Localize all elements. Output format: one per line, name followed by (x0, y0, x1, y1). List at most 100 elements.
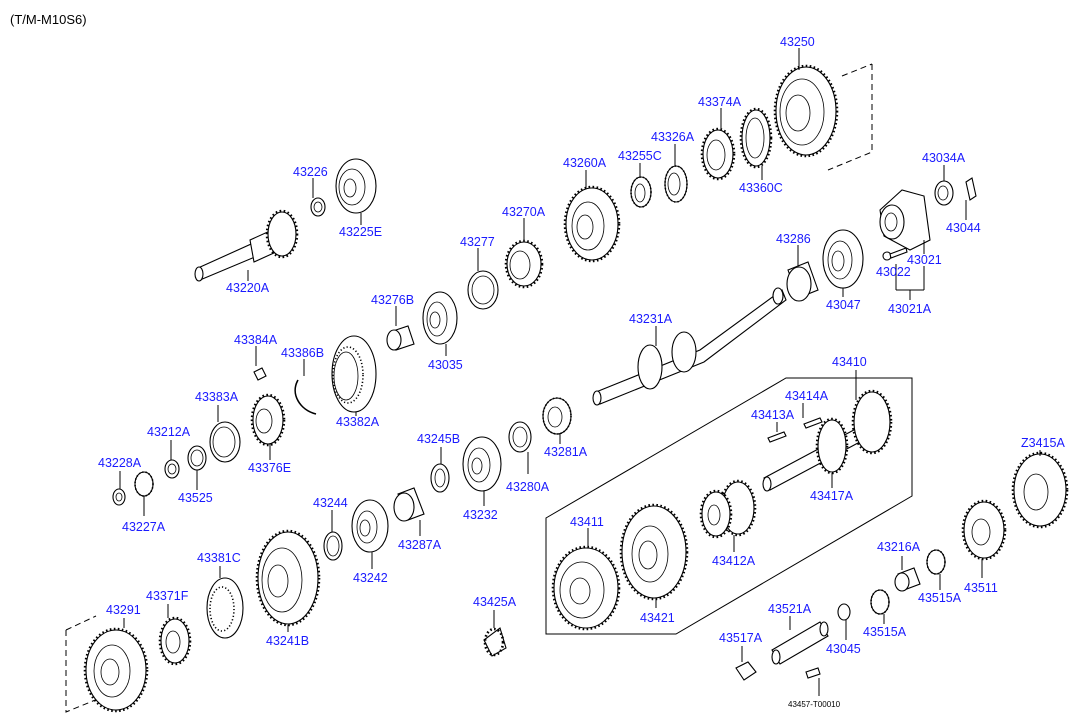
label-43034A: 43034A (922, 151, 966, 165)
part-43326A-bearing (664, 165, 688, 203)
part-43286-race (786, 261, 819, 302)
label-43376E: 43376E (248, 461, 291, 475)
part-43044-pin (965, 177, 977, 201)
label-43410: 43410 (832, 355, 867, 369)
part-43360C-ring (739, 107, 773, 169)
label-43517A: 43517A (719, 631, 763, 645)
label-43232: 43232 (463, 508, 498, 522)
part-43281A-bearing (542, 397, 572, 435)
label-43515A-lower: 43515A (863, 625, 907, 639)
label-43244: 43244 (313, 496, 348, 510)
label-43412A: 43412A (712, 554, 756, 568)
part-43216A-race (894, 567, 921, 592)
label-43277: 43277 (460, 235, 495, 249)
label-43220A: 43220A (226, 281, 270, 295)
label-43231A: 43231A (629, 312, 673, 326)
label-43044: 43044 (946, 221, 981, 235)
part-43276B-bearing (386, 325, 415, 351)
label-43414A: 43414A (785, 389, 829, 403)
label-43383A: 43383A (195, 390, 239, 404)
label-43242: 43242 (353, 571, 388, 585)
label-43227A: 43227A (122, 520, 166, 534)
part-43412A-gear (699, 479, 757, 539)
label-43421: 43421 (640, 611, 675, 625)
part-43515A-bearing-lower (870, 589, 890, 615)
part-43245B-ring (430, 463, 450, 493)
label-43386B: 43386B (281, 346, 324, 360)
part-43035-bearing (422, 291, 458, 345)
label-43515A-upper: 43515A (918, 591, 962, 605)
label-43245B: 43245B (417, 432, 460, 446)
part-43225E-bearing (335, 158, 377, 214)
part-43045-ring (837, 603, 851, 621)
part-43227A-bearing (134, 471, 154, 497)
part-43421-gear (619, 503, 689, 601)
label-43374A: 43374A (698, 95, 742, 109)
label-43360C: 43360C (739, 181, 783, 195)
part-43244-ring (323, 531, 343, 561)
part-43212A-washer (164, 459, 180, 479)
part-43255C-bearing (630, 176, 652, 208)
part-43374A-gear (700, 127, 736, 181)
label-43417A: 43417A (810, 489, 854, 503)
label-43035: 43035 (428, 358, 463, 372)
label-43021A: 43021A (888, 302, 932, 316)
label-43521A: 43521A (768, 602, 812, 616)
part-43384A-key (253, 367, 267, 381)
label-43270A: 43270A (502, 205, 546, 219)
assembly-43410-outline (545, 377, 913, 635)
part-43517A-plate (735, 661, 757, 681)
label-43216A: 43216A (877, 540, 921, 554)
part-43376E-gear (250, 393, 286, 447)
label-43382A: 43382A (336, 415, 380, 429)
label-43276B: 43276B (371, 293, 414, 307)
label-43326A: 43326A (651, 130, 695, 144)
part-43034A-seal (934, 180, 954, 206)
part-43425A-gear (483, 627, 507, 657)
part-43291-gear (65, 615, 149, 713)
label-43047: 43047 (826, 298, 861, 312)
label-43384A: 43384A (234, 333, 278, 347)
part-43250-gear (773, 63, 873, 171)
part-43382A-sleeve (331, 335, 377, 413)
label-43525: 43525 (178, 491, 213, 505)
part-43371F-gear (158, 616, 192, 666)
part-43022-bolt (882, 247, 908, 261)
part-43413A-key (767, 431, 787, 443)
part-43411-gear (551, 545, 621, 631)
part-43383A-ring (209, 421, 241, 463)
part-43511-gear (961, 499, 1007, 561)
reference-code: 43457-T00010 (788, 700, 841, 709)
label-43250: 43250 (780, 35, 815, 49)
label-43212A: 43212A (147, 425, 191, 439)
label-43241B: 43241B (266, 634, 309, 648)
part-43241B-gear (255, 529, 321, 627)
label-43228A: 43228A (98, 456, 142, 470)
model-code: (T/M-M10S6) (10, 12, 87, 27)
label-43260A: 43260A (563, 156, 607, 170)
part-43231A-shaft (592, 287, 787, 406)
label-43255C: 43255C (618, 149, 662, 163)
part-43280A-ring (508, 421, 532, 453)
label-43226: 43226 (293, 165, 328, 179)
part-43381C-sleeve (206, 577, 244, 639)
label-43291: 43291 (106, 603, 141, 617)
label-43425A: 43425A (473, 595, 517, 609)
label-43021: 43021 (907, 253, 942, 267)
part-43220A-shaft (194, 209, 299, 282)
label-43413A: 43413A (751, 408, 795, 422)
label-43281A: 43281A (544, 445, 588, 459)
part-43515A-bearing-upper (926, 549, 946, 575)
part-43047-bearing (822, 229, 864, 289)
part-43232-bearing (462, 436, 502, 492)
part-43021-cover (879, 189, 931, 251)
label-43225E: 43225E (339, 225, 382, 239)
part-labels: 43250 43374A 43326A 43255C 43360C 43260A… (98, 35, 1065, 656)
part-43242-bearing (351, 499, 389, 553)
part-43417A-shaft (762, 389, 893, 492)
label-43381C: 43381C (197, 551, 241, 565)
part-43287A-race (393, 487, 425, 522)
leader-lines (119, 48, 1041, 696)
part-43386B-spring (294, 379, 317, 415)
